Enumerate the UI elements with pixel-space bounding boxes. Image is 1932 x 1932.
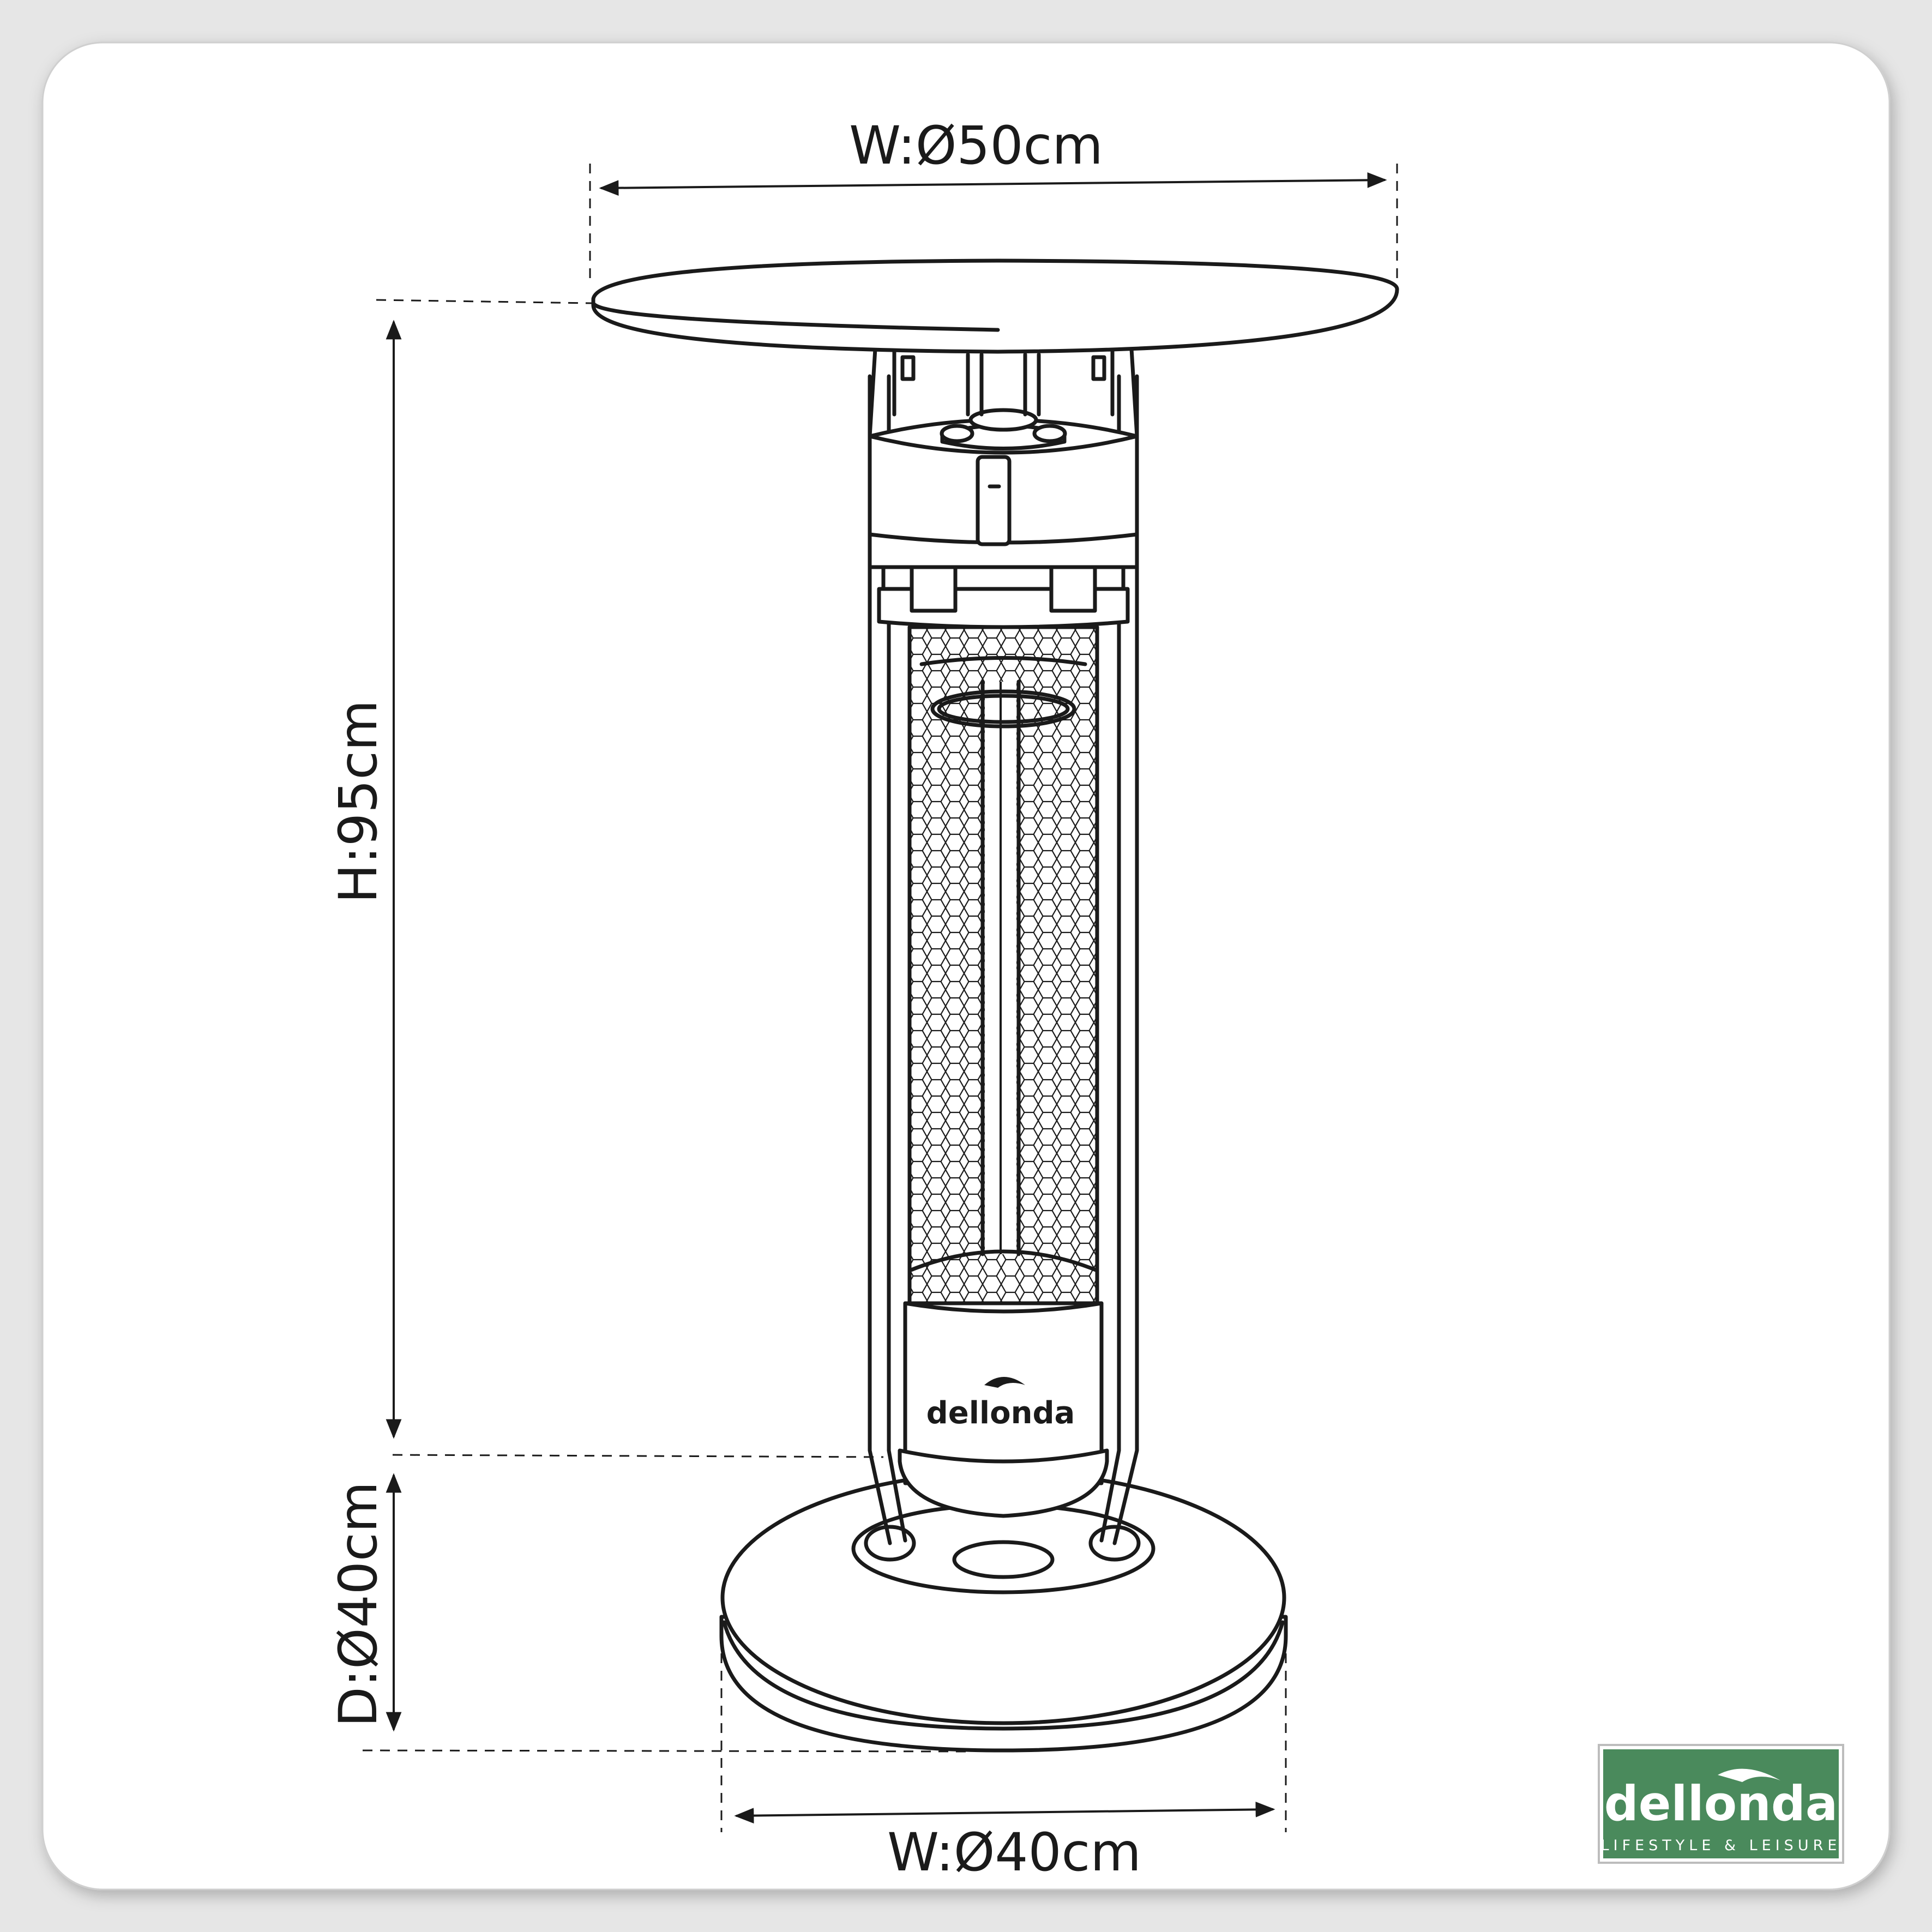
top-width-label: W:Ø50cm (849, 115, 1103, 176)
base-width-dimension: W:Ø40cm (720, 1636, 1287, 1883)
control-head (868, 347, 1139, 629)
product-brand-text: dellonda (926, 1395, 1075, 1431)
lower-housing: dellonda (898, 1301, 1109, 1518)
logo-background (1603, 1749, 1839, 1858)
base-width-label: W:Ø40cm (887, 1822, 1141, 1883)
base-depth-dimension: D:Ø40cm (328, 1473, 971, 1753)
top-width-dimension: W:Ø50cm (589, 115, 1398, 284)
height-extension-bottom (392, 1454, 884, 1458)
table-top (591, 258, 1399, 354)
base-width-arrow (734, 1801, 1275, 1824)
logo-tagline: LIFESTYLE & LEISURE (1601, 1837, 1841, 1854)
logo-brand-text: dellonda (1604, 1775, 1838, 1832)
logo-wave-icon (1718, 1768, 1780, 1782)
base-depth-label: D:Ø40cm (328, 1482, 389, 1727)
base (719, 1470, 1288, 1753)
product-brand-wave-icon (984, 1377, 1025, 1388)
height-extension-top (376, 299, 592, 304)
depth-extension-bottom (362, 1749, 971, 1753)
height-dimension: H:95cm (328, 299, 884, 1458)
support-rods (868, 374, 1139, 1545)
dellonda-logo: dellonda LIFESTYLE & LEISURE (1598, 1744, 1844, 1864)
heating-tube (907, 625, 1099, 1305)
top-width-arrow (599, 172, 1387, 196)
height-label: H:95cm (328, 700, 389, 904)
heater-table-drawing: dellonda (591, 258, 1399, 1753)
